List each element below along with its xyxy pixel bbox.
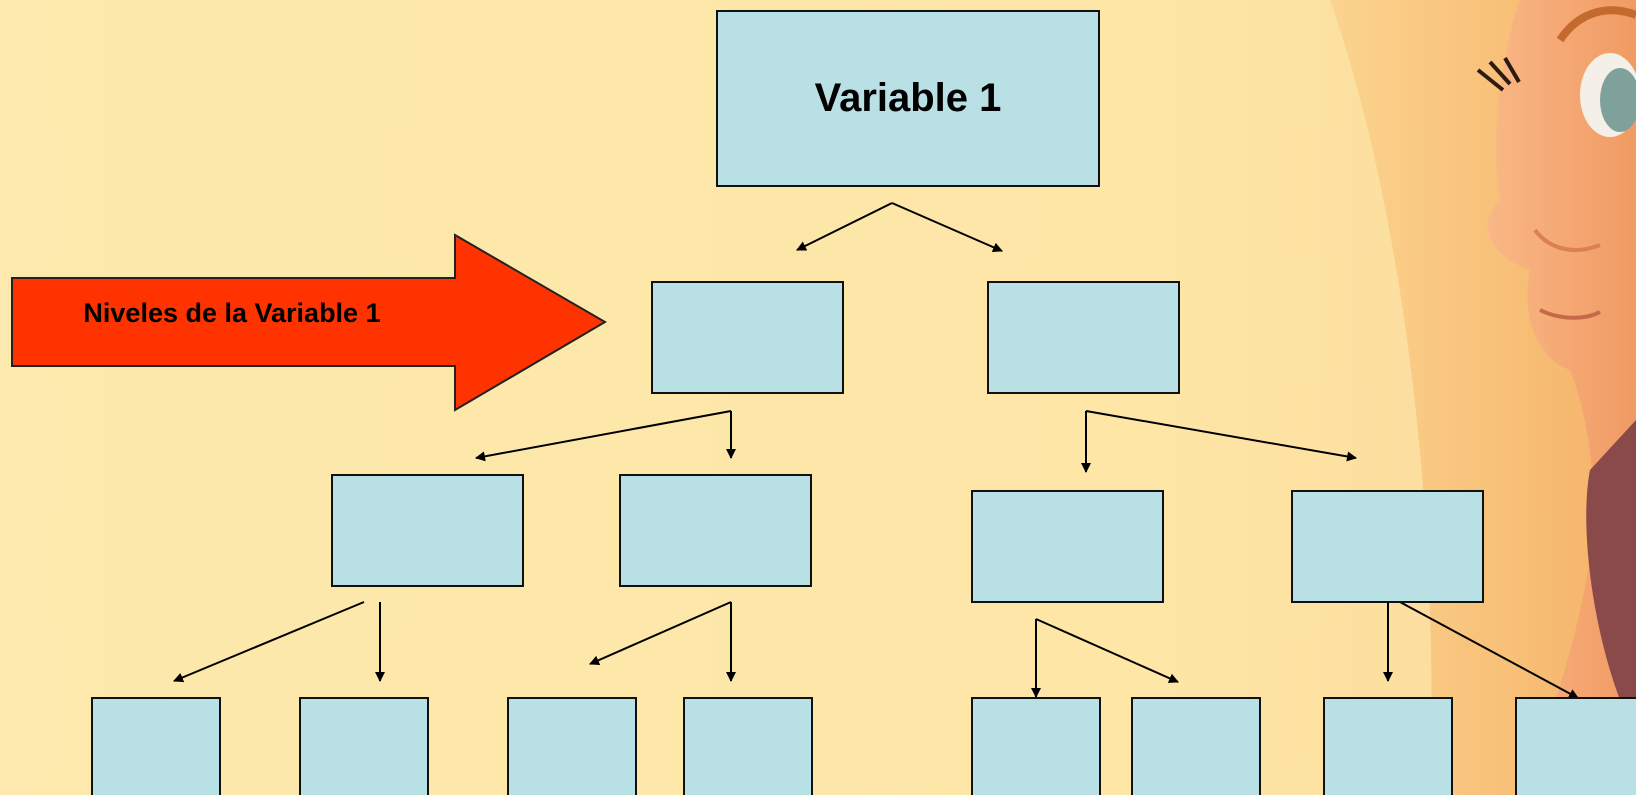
level3-node-6 — [1131, 697, 1261, 795]
level2-node-2 — [619, 474, 812, 587]
callout-label: Niveles de la Variable 1 — [83, 298, 381, 328]
level3-node-3 — [507, 697, 637, 795]
root-node: Variable 1 — [716, 10, 1100, 187]
level3-node-7 — [1323, 697, 1453, 795]
level2-node-3 — [971, 490, 1164, 603]
level2-node-4 — [1291, 490, 1484, 603]
level3-node-1 — [91, 697, 221, 795]
level2-node-1 — [331, 474, 524, 587]
level3-node-4 — [683, 697, 813, 795]
level1-node-1 — [651, 281, 844, 394]
level3-node-8 — [1515, 697, 1636, 795]
level3-node-5 — [971, 697, 1101, 795]
root-node-label: Variable 1 — [814, 76, 1002, 120]
level3-node-2 — [299, 697, 429, 795]
level1-node-2 — [987, 281, 1180, 394]
